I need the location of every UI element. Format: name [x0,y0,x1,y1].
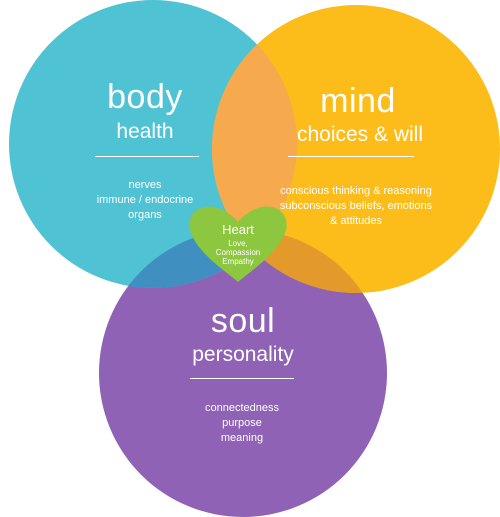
body-item: nerves [128,179,162,191]
soul-circle [99,229,387,517]
mind-item: conscious thinking & reasoning [280,185,432,197]
heart-icon [189,206,287,282]
body-divider [95,156,199,157]
mind-item: subconscious beliefs, emotions [279,200,433,212]
heart-item: Empathy [222,257,254,266]
mind-item-list: conscious thinking & reasoning subconsci… [256,184,456,229]
mind-title: mind [320,82,396,120]
soul-item: connectedness [205,402,279,414]
heart-item: Compassion [215,248,261,257]
mind-item: & attitudes [330,215,382,227]
mind-divider [288,156,414,157]
soul-item-list: connectedness purpose meaning [167,401,317,446]
heart-item-list: Love, Compassion Empathy [203,239,273,266]
body-subtitle: health [116,120,174,143]
mind-subtitle: choices & will [296,123,424,146]
heart-title: Heart [222,222,254,237]
soul-divider [190,378,294,379]
body-item-list: nerves immune / endocrine organs [70,178,220,223]
heart-item: Love, [228,239,248,248]
body-title: body [107,78,183,116]
body-item: organs [128,209,162,221]
soul-item: purpose [222,417,262,429]
soul-subtitle: personality [192,343,294,366]
body-item: immune / endocrine [96,194,194,206]
soul-title: soul [210,302,276,340]
soul-item: meaning [220,432,264,444]
